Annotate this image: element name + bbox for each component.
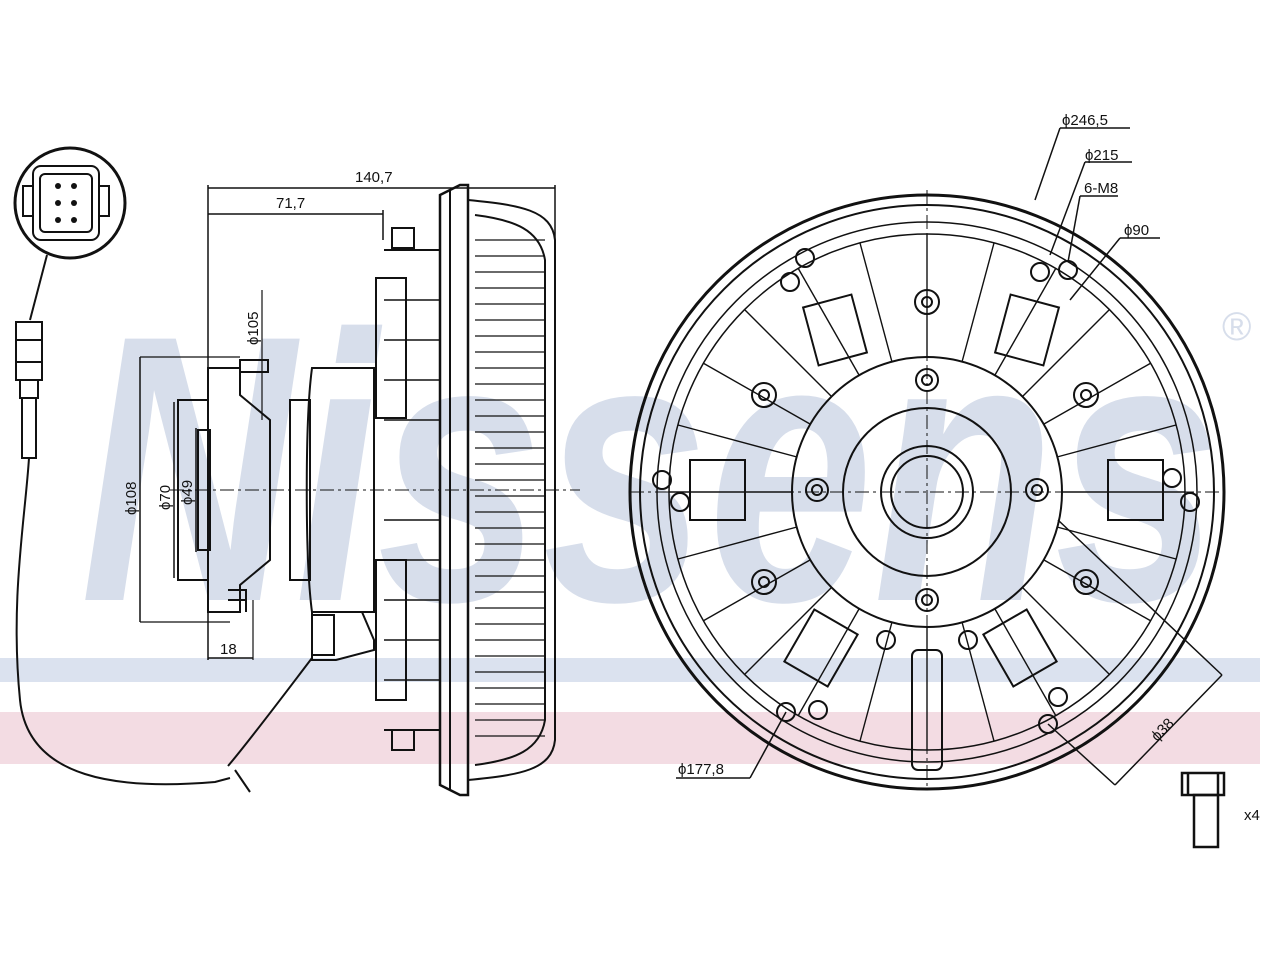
dim-overall-width: 140,7 [355, 169, 393, 186]
dim-dia-90: ϕ90 [1124, 222, 1149, 239]
dim-dia-70: ϕ70 [157, 485, 174, 510]
watermark-blue-band [0, 658, 1260, 682]
connector-detail [13, 146, 313, 793]
side-view: 140,7 71,7 ϕ105 ϕ108 ϕ70 ϕ49 18 [123, 169, 580, 797]
dim-dia-108: ϕ108 [123, 482, 140, 515]
dim-dia-105: ϕ105 [245, 312, 262, 345]
electrical-connector-icon [22, 165, 110, 241]
bolt-quantity: x4 [1244, 807, 1260, 824]
bolt-icon [1180, 771, 1226, 849]
dim-dia-246-5: ϕ246,5 [1062, 112, 1108, 129]
dim-bolts-6-m8: 6-M8 [1084, 180, 1118, 197]
dim-width-18: 18 [220, 641, 237, 658]
dim-dia-49: ϕ49 [179, 480, 196, 505]
dim-hub-width: 71,7 [276, 195, 305, 212]
dim-dia-215: ϕ215 [1085, 147, 1118, 164]
dim-dia-177-8: ϕ177,8 [678, 761, 724, 778]
front-view: ϕ246,5 ϕ215 6-M8 ϕ90 ϕ177,8 ϕ38 [628, 112, 1226, 791]
connector-detail-circle [13, 146, 127, 260]
watermark-red-band [0, 712, 1260, 764]
watermark-registered-mark: ® [1222, 305, 1251, 349]
